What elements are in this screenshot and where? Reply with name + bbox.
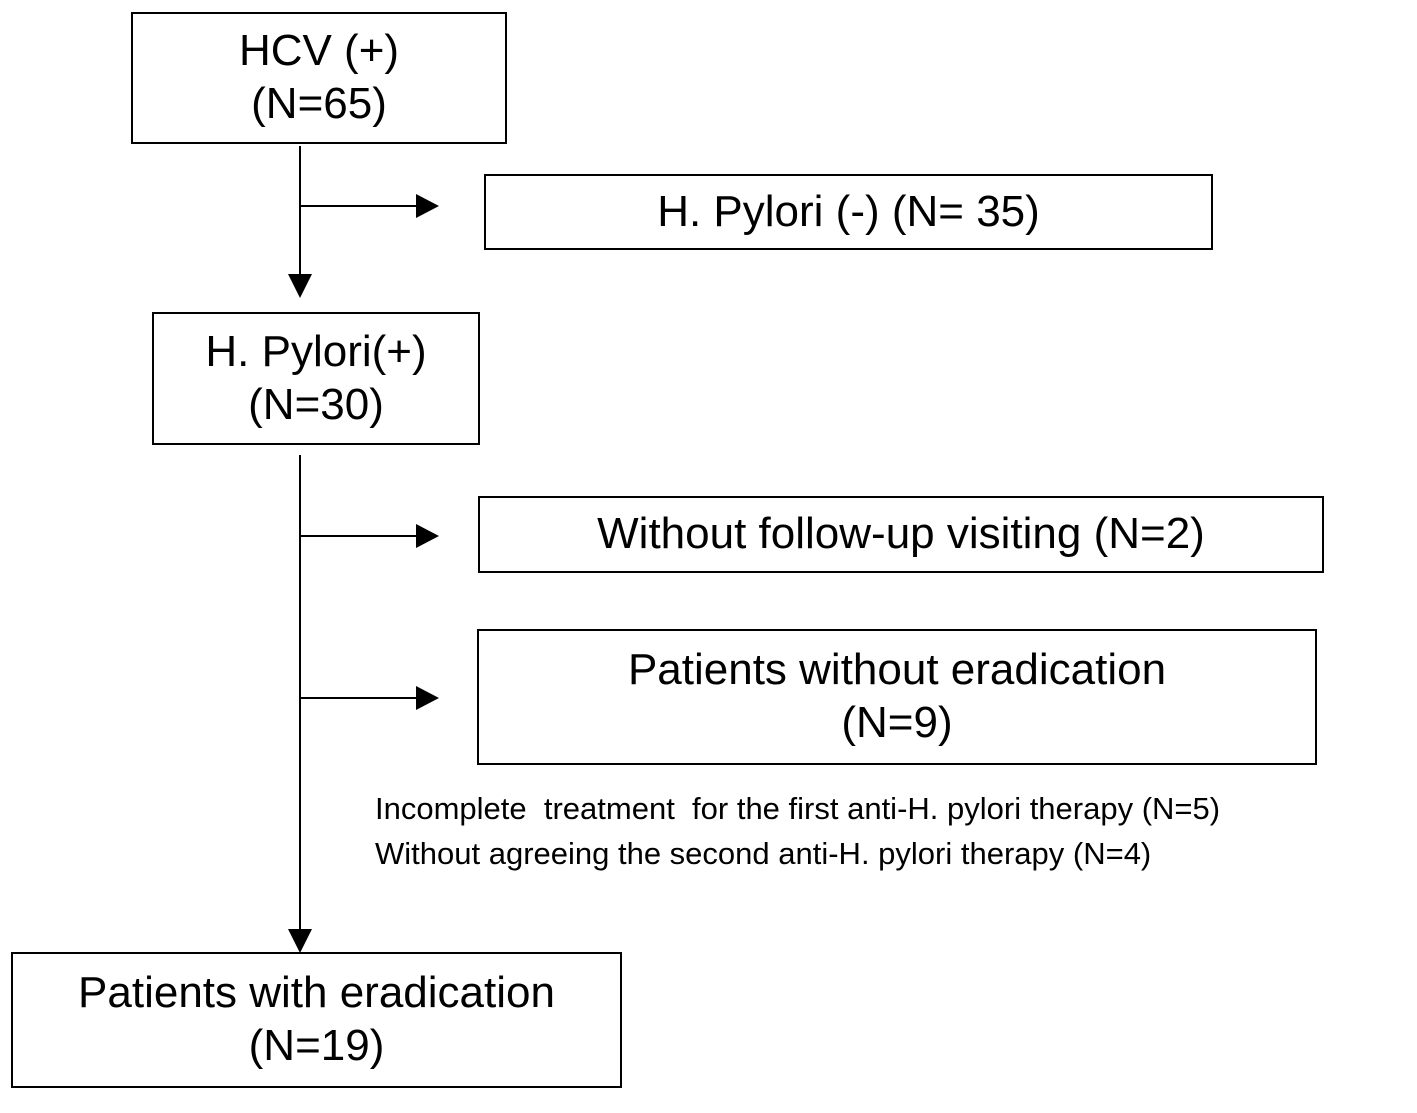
node-without-eradication-label: Patients without eradication bbox=[627, 645, 1167, 695]
node-with-eradication-label: Patients with eradication bbox=[78, 968, 555, 1018]
node-without-eradication: Patients without eradication (N=9) bbox=[477, 629, 1317, 765]
node-hp-positive-count: (N=30) bbox=[248, 379, 384, 429]
note-incomplete-treatment: Incomplete treatment for the first anti-… bbox=[375, 791, 1221, 826]
node-hp-positive: H. Pylori(+) (N=30) bbox=[152, 312, 480, 445]
arrowhead-down-1 bbox=[288, 274, 312, 298]
note-without-agreeing: Without agreeing the second anti-H. pylo… bbox=[375, 836, 1152, 871]
node-with-eradication: Patients with eradication (N=19) bbox=[11, 952, 622, 1088]
arrowhead-right-2 bbox=[416, 524, 439, 548]
arrowhead-right-3 bbox=[416, 686, 439, 710]
arrowhead-down-2 bbox=[288, 929, 312, 953]
node-hp-positive-label: H. Pylori(+) bbox=[205, 326, 427, 376]
node-with-eradication-count: (N=19) bbox=[248, 1021, 385, 1070]
node-hcv-label: HCV (+) bbox=[238, 26, 400, 76]
node-hp-negative: H. Pylori (-) (N= 35) bbox=[484, 174, 1213, 250]
node-no-followup-label: Without follow-up visiting (N=2) bbox=[597, 509, 1205, 559]
node-no-followup: Without follow-up visiting (N=2) bbox=[478, 496, 1324, 573]
node-hp-negative-label: H. Pylori (-) (N= 35) bbox=[657, 186, 1040, 236]
arrowhead-right-1 bbox=[416, 194, 439, 218]
node-hcv-count: (N=65) bbox=[251, 79, 387, 128]
node-hcv-positive: HCV (+) (N=65) bbox=[131, 12, 507, 144]
node-without-eradication-count: (N=9) bbox=[841, 698, 953, 747]
